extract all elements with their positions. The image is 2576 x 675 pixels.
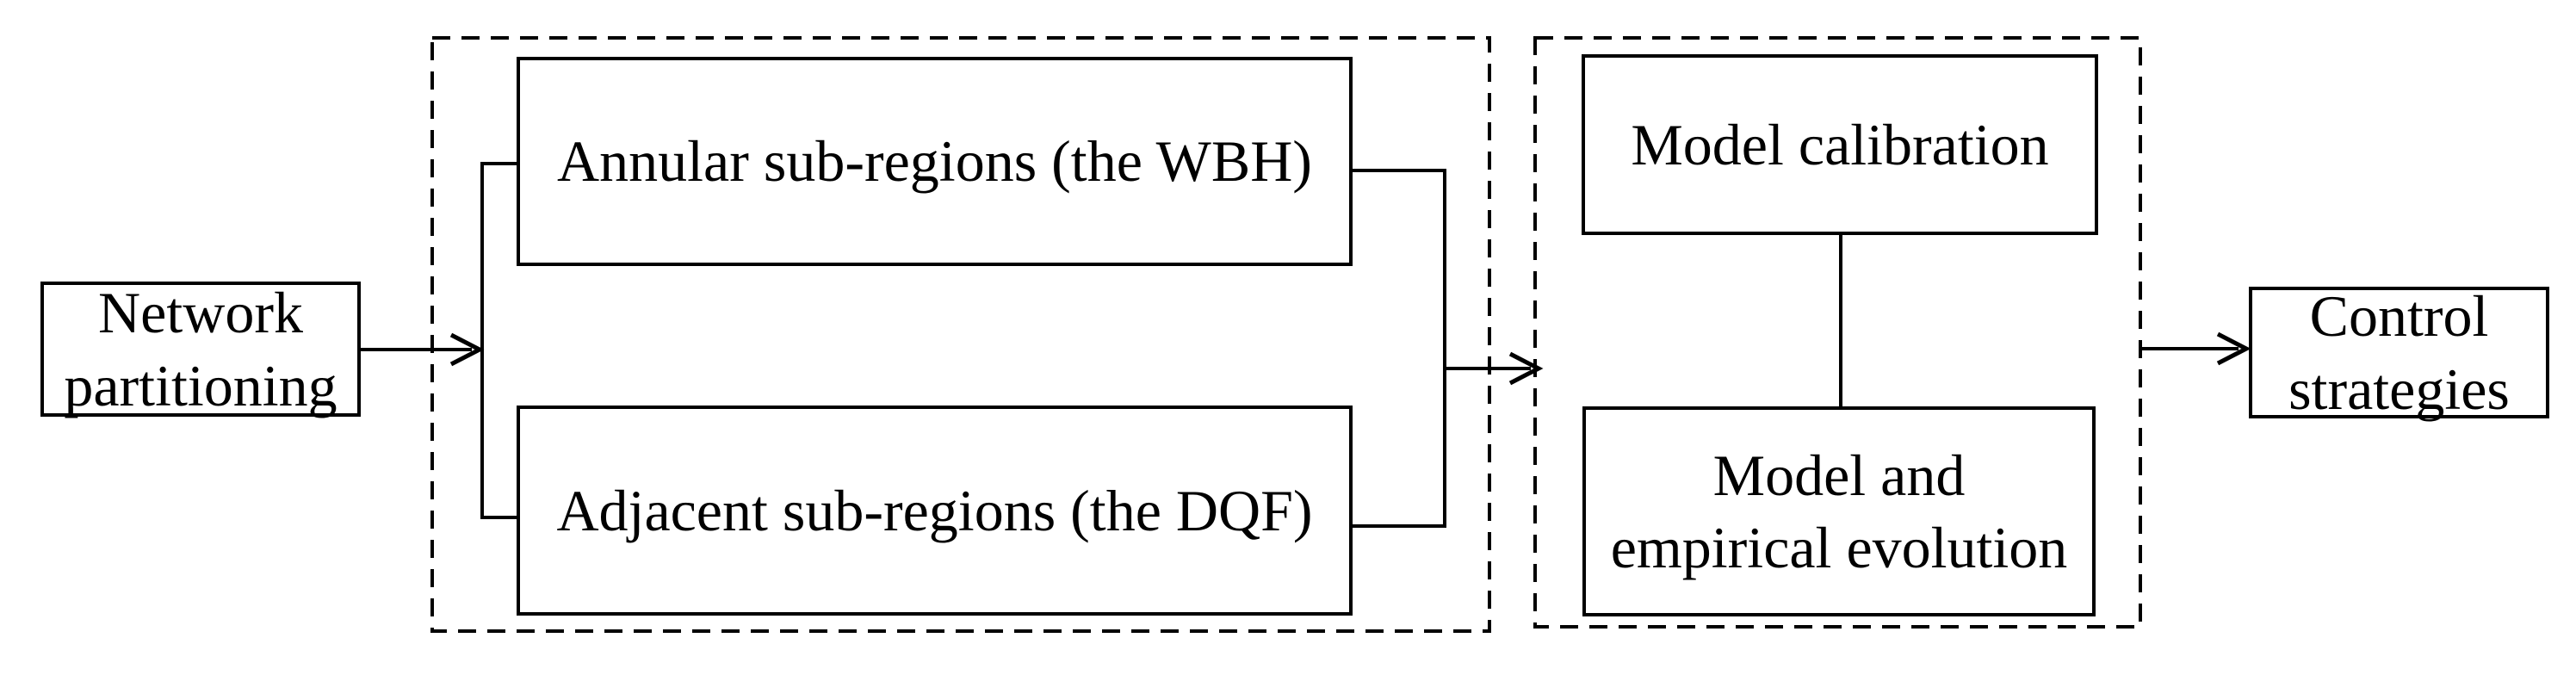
annular-subregions-node: Annular sub-regions (the WBH)	[517, 57, 1353, 266]
arrowhead-icon	[1508, 351, 1544, 386]
node-label-line: Control	[2309, 283, 2489, 350]
model-empirical-evolution-node: Model and empirical evolution	[1582, 406, 2096, 616]
node-label-line: partitioning	[64, 352, 337, 418]
control-strategies-node: Control strategies	[2249, 283, 2549, 422]
node-label-line: Network	[98, 280, 303, 346]
model-calibration-node: Model calibration	[1582, 54, 2098, 235]
node-label-line: strategies	[2288, 356, 2510, 422]
adjacent-subregions-node: Adjacent sub-regions (the DQF)	[517, 406, 1353, 616]
network-partitioning-node: Network partitioning	[40, 280, 361, 418]
partitioning-group-container	[430, 36, 1491, 633]
node-label: Adjacent sub-regions (the DQF)	[556, 477, 1313, 543]
arrowhead-icon	[449, 332, 485, 367]
node-label-line: Model and	[1712, 442, 1966, 508]
model-group-container	[1533, 36, 2142, 629]
node-label-line: empirical evolution	[1610, 515, 2068, 580]
arrowhead-icon	[2216, 331, 2251, 366]
node-label: Model calibration	[1631, 111, 2049, 177]
node-label: Annular sub-regions (the WBH)	[557, 128, 1312, 195]
